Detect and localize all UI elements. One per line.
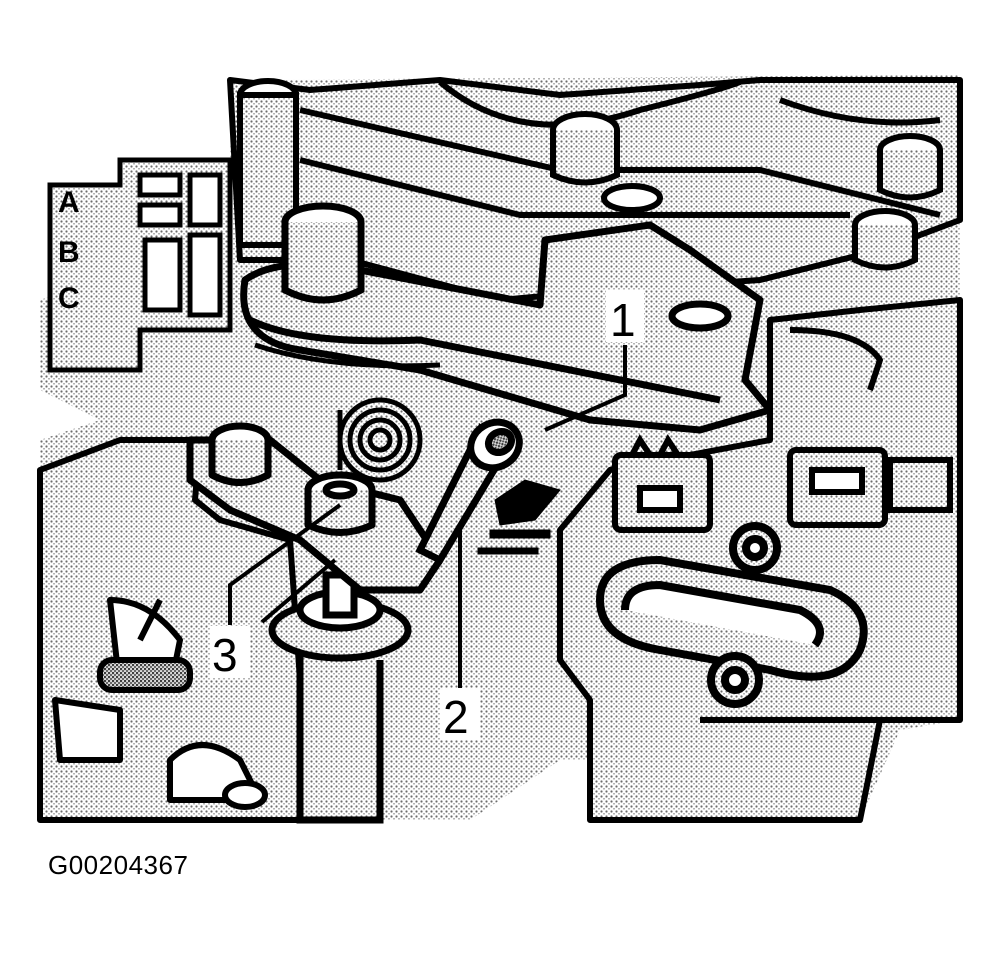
connector-label-b: B bbox=[58, 236, 80, 269]
callout-1: 1 bbox=[610, 294, 636, 346]
connector-label-c: C bbox=[58, 282, 80, 315]
connector-letters: A B C bbox=[58, 186, 80, 315]
electrical-plugs bbox=[612, 434, 953, 533]
leader-line-3 bbox=[228, 503, 342, 625]
upper-housing bbox=[227, 77, 963, 303]
leader-line-1 bbox=[544, 345, 627, 432]
bolt-group-top bbox=[237, 78, 943, 271]
locking-pin bbox=[415, 418, 523, 565]
callout-2: 2 bbox=[443, 691, 469, 743]
callout-3: 3 bbox=[212, 629, 238, 681]
callouts: 1 2 3 bbox=[210, 290, 644, 743]
lower-left-housing bbox=[37, 437, 303, 823]
valve-cylinder bbox=[268, 571, 412, 824]
bolt-head bbox=[601, 183, 663, 213]
coil-spring bbox=[337, 397, 423, 483]
leader-lines bbox=[228, 345, 627, 690]
connector-block bbox=[47, 157, 233, 373]
figure-id: G00204367 bbox=[48, 850, 189, 880]
leader-line-3b bbox=[260, 558, 337, 624]
oil-pipe bbox=[595, 522, 868, 708]
lever-plate bbox=[240, 221, 774, 434]
connector-label-a: A bbox=[58, 186, 80, 219]
direction-arrow bbox=[477, 479, 561, 555]
pillar-post bbox=[281, 202, 732, 332]
detent-lever bbox=[186, 422, 444, 594]
